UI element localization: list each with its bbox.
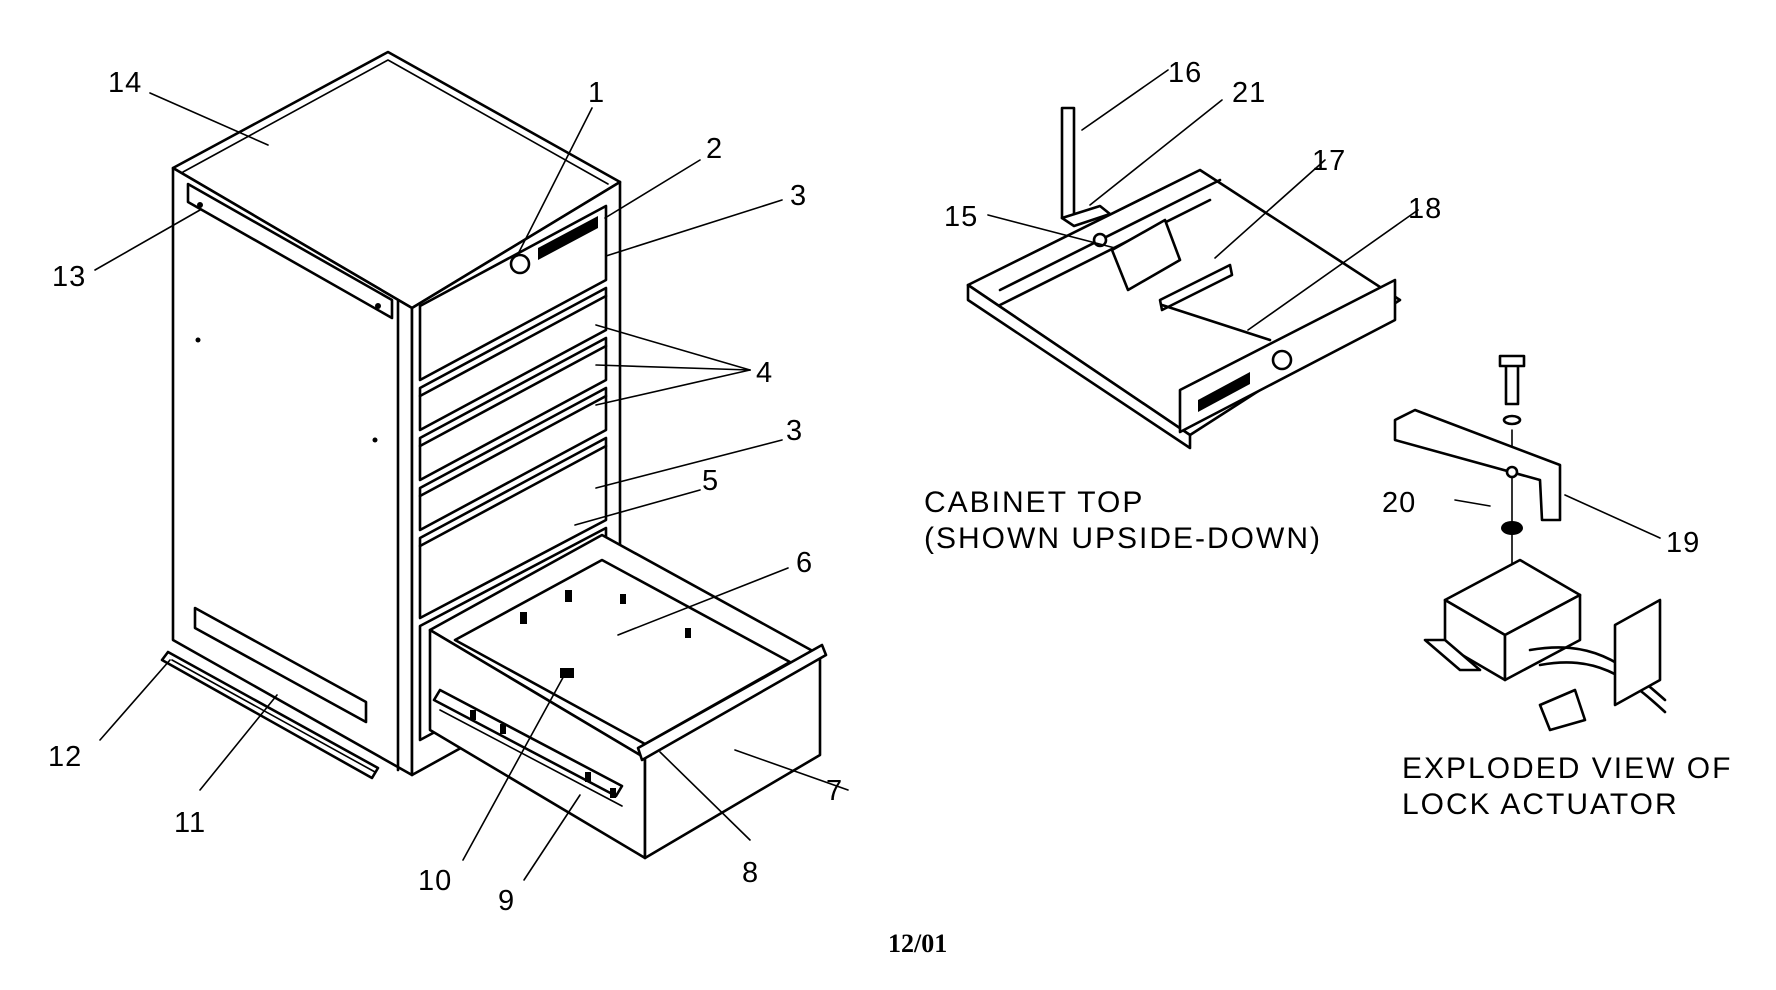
drawer-front-a: [418, 286, 608, 432]
handle-rail-top: [186, 182, 394, 320]
callout-5: 5: [702, 465, 719, 497]
callout-1: 1: [588, 77, 605, 109]
lock-bar: [1158, 263, 1234, 312]
drawer-front-d: [418, 436, 608, 620]
cabinet-top-drawing: [966, 69, 1419, 450]
footer-date: 12/01: [888, 929, 947, 958]
callout-17: 17: [1312, 145, 1346, 177]
drawer-badge: [538, 216, 598, 260]
open-drawer: [428, 533, 828, 860]
side-handle: [193, 606, 368, 724]
callout-14: 14: [108, 67, 142, 99]
top-drawer-front: [418, 204, 608, 382]
callout-6: 6: [796, 547, 813, 579]
lock-cylinder: [509, 253, 531, 275]
callout-16: 16: [1168, 57, 1202, 89]
lock-actuator-drawing: [1393, 354, 1667, 732]
lock-actuator-caption-line1: EXPLODED VIEW OF: [1402, 752, 1732, 785]
callout-4: 4: [756, 357, 773, 389]
drawer-front-b: [418, 336, 608, 482]
callout-11: 11: [174, 807, 206, 839]
callout-19: 19: [1666, 527, 1700, 559]
washer: [1502, 414, 1522, 426]
callout-13: 13: [52, 261, 86, 293]
bolt: [1504, 360, 1520, 406]
lock-rod: [1060, 106, 1076, 220]
callout-8: 8: [742, 857, 759, 889]
callout-12: 12: [48, 741, 82, 773]
cabinet-top-caption-line1: CABINET TOP: [924, 486, 1144, 519]
actuator-nut: [1501, 521, 1523, 535]
actuator-cable: [1528, 646, 1667, 702]
actuator-arm: [1393, 408, 1562, 522]
callout-3-upper: 3: [790, 180, 807, 212]
lock-actuator-caption-line2: LOCK ACTUATOR: [1402, 788, 1679, 821]
callout-9: 9: [498, 885, 515, 917]
callout-18: 18: [1408, 193, 1442, 225]
drawer-pull: [636, 643, 828, 762]
cabinet-drawing: [94, 50, 849, 881]
callout-20: 20: [1382, 487, 1416, 519]
lock-bar-bracket: [1110, 218, 1182, 292]
drawer-badge-top: [1198, 372, 1250, 412]
cabinet-top-caption-line2: (SHOWN UPSIDE-DOWN): [924, 522, 1322, 555]
drawer-front-c: [418, 386, 608, 532]
callout-3-lower: 3: [786, 415, 803, 447]
callout-10: 10: [418, 865, 452, 897]
callout-21: 21: [1232, 77, 1266, 109]
callout-2: 2: [706, 133, 723, 165]
callout-7: 7: [826, 775, 843, 807]
callout-15: 15: [944, 201, 978, 233]
